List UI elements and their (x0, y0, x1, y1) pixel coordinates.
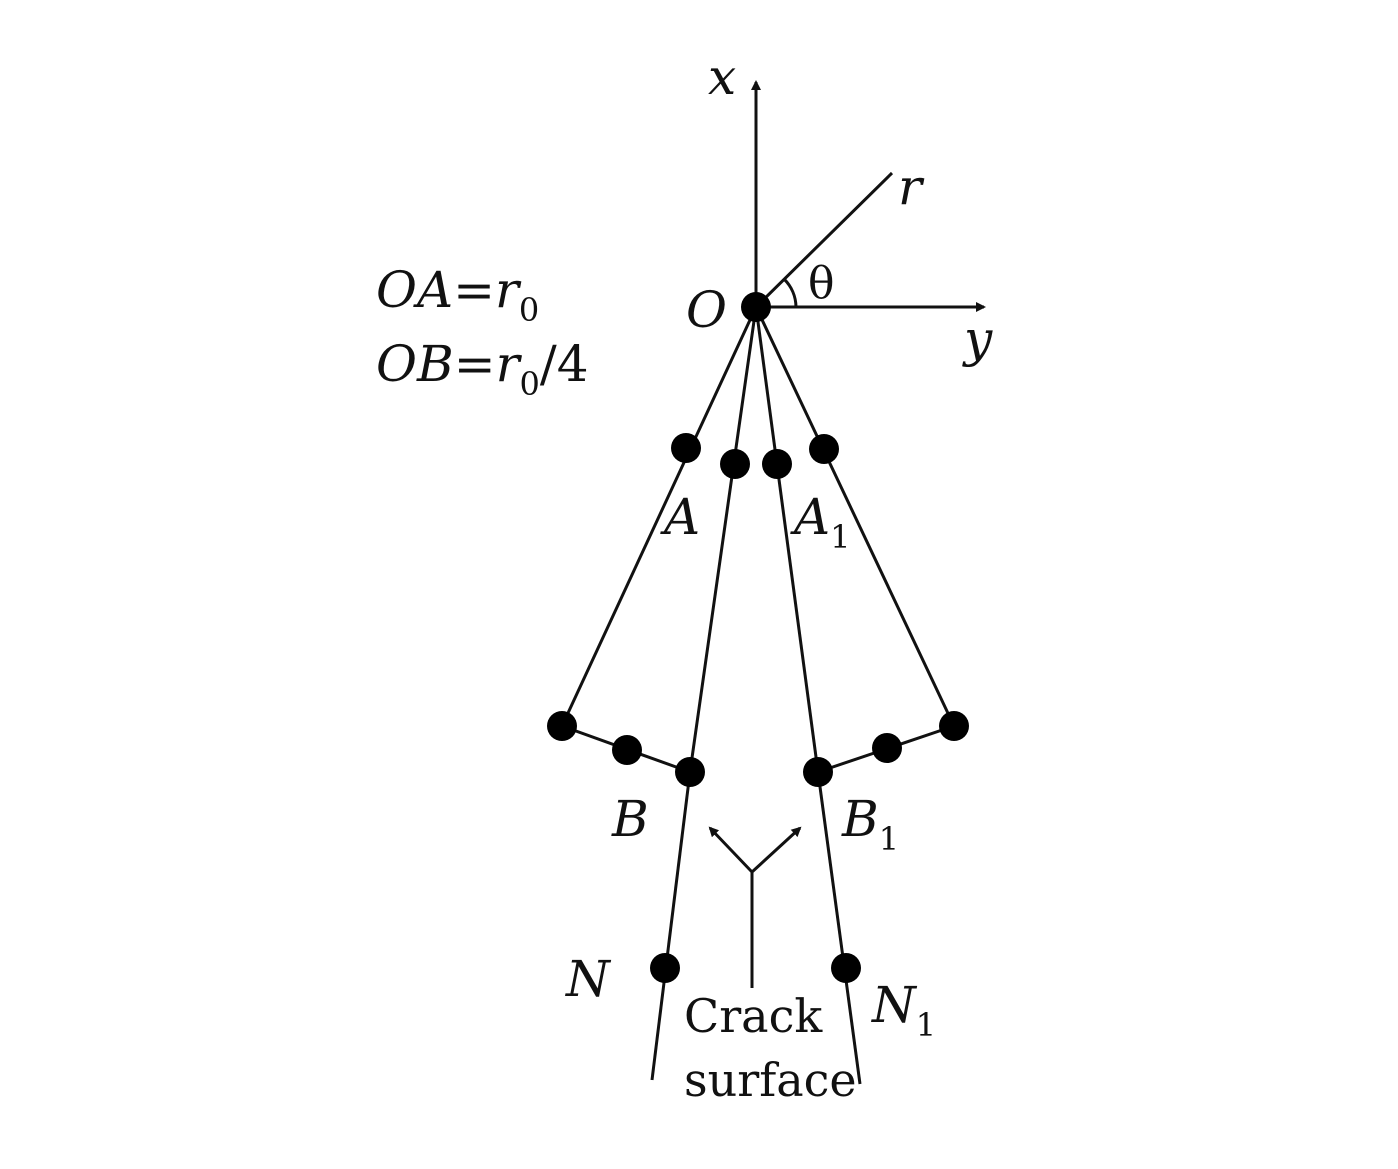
oa-relation: OA=r0 (376, 261, 539, 329)
r-axis-label: r (898, 158, 925, 216)
label-a1: A1 (790, 488, 850, 556)
origin-label: O (686, 281, 727, 339)
crack-label-line2: surface (684, 1053, 857, 1107)
r-ray (754, 171, 894, 309)
label-n1: N1 (871, 976, 936, 1044)
y-axis-label: y (962, 310, 993, 368)
crack-pointer-left-arrow (708, 826, 754, 874)
node-n (650, 953, 680, 983)
node-b1 (803, 757, 833, 787)
label-n: N (565, 950, 612, 1008)
node-a1-inner (762, 449, 792, 479)
node-n1 (831, 953, 861, 983)
theta-label: θ (808, 258, 835, 309)
label-a: A (660, 488, 700, 546)
node-right-mid (872, 733, 902, 763)
node-right-corner (939, 711, 969, 741)
node-left-mid (612, 735, 642, 765)
crack-face-left (650, 771, 692, 1081)
node-a-inner (720, 449, 750, 479)
label-b1: B1 (841, 790, 899, 858)
ob-relation: OB=r0/4 (376, 335, 589, 403)
label-b: B (611, 790, 649, 848)
edge-o-right-corner (754, 306, 956, 727)
node-a1 (809, 434, 839, 464)
edge-o-left-corner (560, 306, 758, 727)
crack-label-line1: Crack (684, 989, 823, 1043)
node-left-corner (547, 711, 577, 741)
node-a (671, 433, 701, 463)
theta-arc (782, 277, 798, 308)
node-o (741, 292, 771, 322)
crack-face-right (816, 771, 862, 1085)
crack-pointer-right-arrow (750, 826, 802, 874)
edge-o-b (688, 306, 758, 773)
edge-o-b1 (754, 306, 820, 773)
x-axis-label: x (708, 48, 736, 106)
node-b (675, 757, 705, 787)
